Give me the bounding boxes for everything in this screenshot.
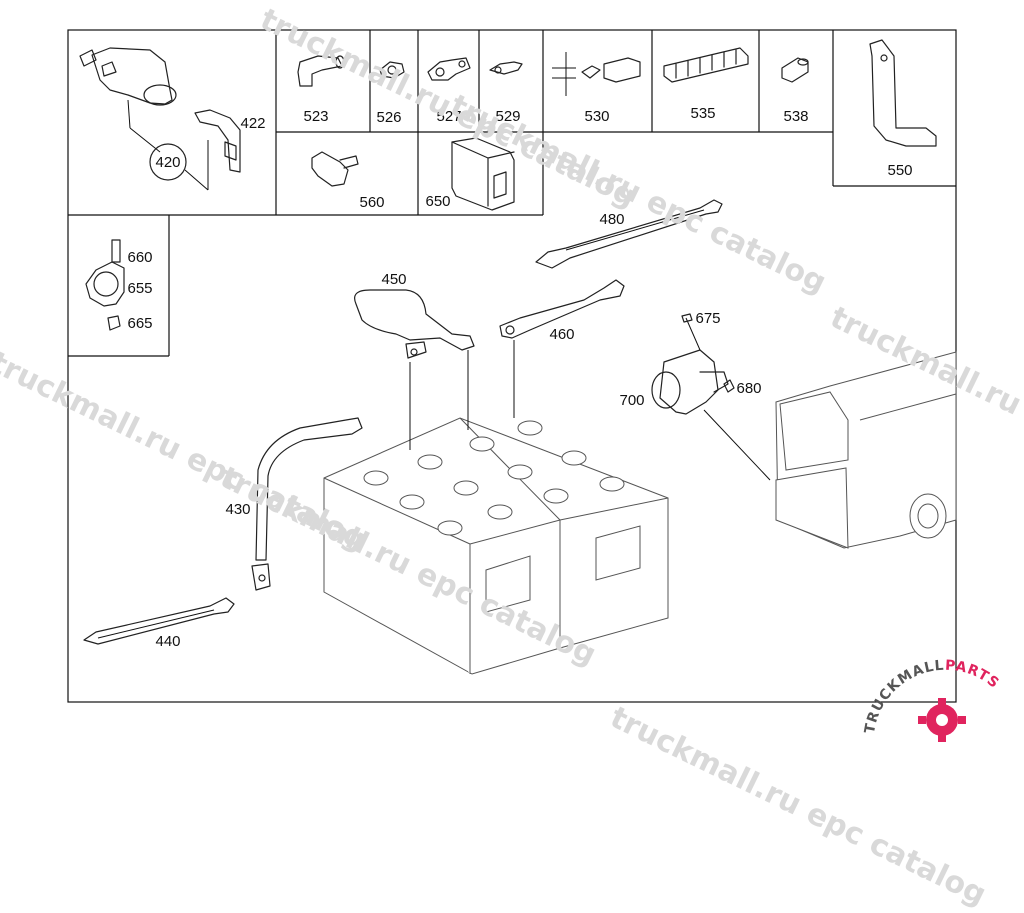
label-450: 450 [381, 271, 406, 288]
part-529-lug [489, 61, 523, 75]
label-529: 529 [495, 108, 520, 125]
label-422: 422 [240, 115, 265, 132]
part-480-cable [535, 199, 723, 269]
part-523-cap [297, 55, 345, 87]
label-560: 560 [359, 194, 384, 211]
part-450-cable [354, 289, 475, 359]
label-550: 550 [887, 162, 912, 179]
part-530-connector [552, 52, 641, 96]
part-650-relay [451, 137, 515, 211]
label-538: 538 [783, 108, 808, 125]
label-700: 700 [619, 392, 644, 409]
parts-diagram: 420 422 523 526 527 529 530 535 [67, 29, 957, 703]
label-530: 530 [584, 108, 609, 125]
part-550-bracket [869, 39, 937, 147]
part-420-switch [79, 47, 241, 191]
gear-icon [918, 698, 966, 742]
logo-text-parts: PARTS [945, 658, 1003, 692]
label-680: 680 [736, 380, 761, 397]
label-675: 675 [695, 310, 720, 327]
battery-caps [363, 420, 625, 536]
part-700-switch [651, 313, 771, 481]
part-440-cable [83, 597, 235, 645]
part-527-terminal [427, 57, 471, 81]
label-535: 535 [690, 105, 715, 122]
label-430: 430 [225, 501, 250, 518]
label-660: 660 [127, 249, 152, 266]
frame [67, 29, 957, 703]
part-460-cable [499, 279, 625, 339]
battery-group [323, 340, 669, 675]
truckmall-parts-logo: TRUCKMALLPARTS [862, 658, 1022, 748]
label-480: 480 [599, 211, 624, 228]
part-560-clamp [311, 151, 359, 187]
label-523: 523 [303, 108, 328, 125]
label-420: 420 [155, 154, 180, 171]
label-650: 650 [425, 193, 450, 210]
truck-outline [775, 351, 957, 549]
part-535-sleeve [663, 47, 749, 83]
part-538-bushing [781, 57, 809, 83]
label-526: 526 [376, 109, 401, 126]
part-655-clip [85, 239, 125, 331]
label-527: 527 [436, 108, 461, 125]
part-430-cable [251, 417, 363, 591]
label-665: 665 [127, 315, 152, 332]
label-655: 655 [127, 280, 152, 297]
part-526-nut [379, 61, 405, 79]
label-440: 440 [155, 633, 180, 650]
label-460: 460 [549, 326, 574, 343]
